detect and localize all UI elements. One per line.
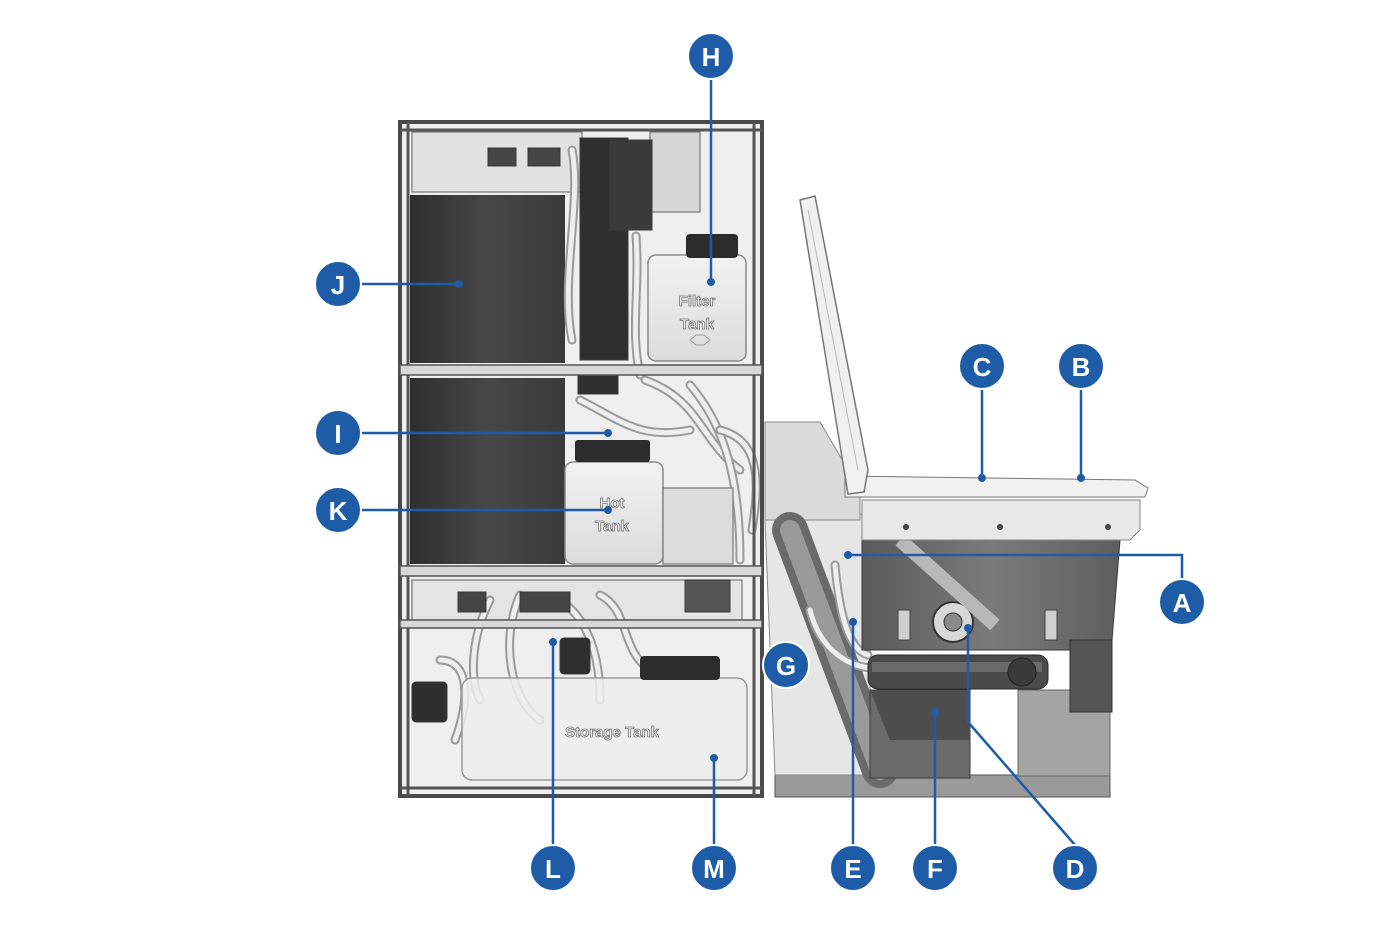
callout-H: H <box>687 32 735 80</box>
inlet-fitting <box>411 681 448 723</box>
callout-A: A <box>1158 578 1206 626</box>
callout-C: C <box>958 342 1006 390</box>
filter-tank-label-2: Tank <box>680 316 715 333</box>
leader-lines <box>360 80 1184 846</box>
macerator-shadow <box>870 690 970 740</box>
callout-L: L <box>529 844 577 892</box>
callout-I-letter: I <box>334 419 341 449</box>
heater-block <box>662 487 734 565</box>
cabinet: Filter Tank Hot Tank Storage Tank <box>398 120 764 798</box>
callout-F: F <box>911 844 959 892</box>
toilet-unit <box>764 195 1149 798</box>
filter-hex-icon <box>689 334 711 346</box>
side-panel <box>1069 639 1113 713</box>
storage-tank-label: Storage Tank <box>565 724 660 741</box>
bracket-left <box>897 609 911 641</box>
storage-tank-cap <box>640 656 720 680</box>
shelf-3 <box>399 619 763 629</box>
callout-C-letter: C <box>973 352 992 382</box>
storage-tank <box>461 677 748 781</box>
callout-B: B <box>1057 342 1105 390</box>
callout-G: G <box>762 641 810 689</box>
callout-E-letter: E <box>844 854 861 884</box>
seat-back-support <box>764 421 861 521</box>
cabinet-frame <box>398 120 764 798</box>
shelf-1 <box>399 364 763 376</box>
elbow-fitting <box>1007 657 1037 687</box>
pump-motor <box>559 637 591 675</box>
valve-3 <box>457 591 487 613</box>
valve-1 <box>487 147 517 167</box>
shelf-2 <box>399 565 763 577</box>
callout-M: M <box>690 844 738 892</box>
callout-K: K <box>314 486 362 534</box>
hot-tank-label-2: Tank <box>595 518 630 535</box>
callout-D: D <box>1051 844 1099 892</box>
callout-L-letter: L <box>545 854 561 884</box>
callout-J-letter: J <box>331 270 345 300</box>
callout-G-letter: G <box>776 651 796 681</box>
battery-panel-upper <box>410 195 565 363</box>
valve-4 <box>519 591 571 613</box>
callout-E: E <box>829 844 877 892</box>
module-housing <box>609 139 653 231</box>
hot-tank-cap <box>575 440 650 462</box>
seat-lid <box>844 475 1149 498</box>
callout-M-letter: M <box>703 854 725 884</box>
callout-F-letter: F <box>927 854 943 884</box>
callout-K-letter: K <box>329 496 348 526</box>
callout-J: J <box>314 260 362 308</box>
hot-tank <box>564 461 664 565</box>
valve-2 <box>527 147 561 167</box>
battery-panel-lower <box>410 378 565 564</box>
bracket-right <box>1044 609 1058 641</box>
control-board <box>649 131 701 213</box>
filter-tank-label-1: Filter <box>679 293 716 310</box>
seat-base <box>861 499 1141 541</box>
callout-H-letter: H <box>702 42 721 72</box>
callout-I: I <box>314 409 362 457</box>
callout-D-letter: D <box>1066 854 1085 884</box>
flow-valve <box>684 579 731 613</box>
callout-B-letter: B <box>1072 352 1091 382</box>
callout-A-letter: A <box>1173 588 1192 618</box>
